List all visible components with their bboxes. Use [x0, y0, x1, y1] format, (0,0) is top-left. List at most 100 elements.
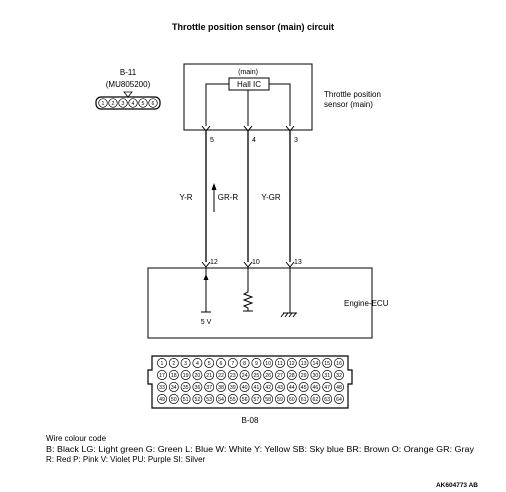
connector-b08-pin-ring — [275, 358, 285, 368]
connector-b08-pin: 55 — [230, 397, 236, 403]
connector-b08-pin-ring — [216, 358, 226, 368]
wire-label-gr-r: GR-R — [218, 193, 239, 202]
connector-b11-pin: 3 — [122, 101, 125, 107]
connector-b08-pin-ring — [286, 358, 297, 368]
connector-b11-pin: 2 — [112, 101, 115, 107]
connector-b08-pin-ring — [322, 382, 333, 392]
connector-b08-pin: 8 — [243, 361, 246, 367]
connector-b08-pin-ring — [239, 370, 250, 380]
connector-b08-pin-ring — [275, 382, 285, 392]
connector-b08-pin-ring — [334, 370, 344, 380]
connector-b08-pin-ring — [239, 394, 250, 404]
connector-b08-pin: 4 — [196, 361, 199, 367]
connector-b08-pin-ring — [310, 358, 321, 368]
connector-b08-pin: 50 — [171, 397, 177, 403]
connector-b08-pin: 43 — [277, 385, 283, 391]
connector-b08-pin-ring — [322, 370, 333, 380]
connector-b08-pin: 31 — [324, 373, 330, 379]
connector-b08-pin: 23 — [230, 373, 236, 379]
connector-b08-pin: 59 — [277, 397, 283, 403]
connector-b08-pin-ring — [286, 394, 297, 404]
connector-b08-pin: 14 — [313, 361, 319, 367]
connector-b11-pin-ring — [148, 98, 158, 108]
connector-b08-pin: 57 — [254, 397, 260, 403]
connector-b11-pin: 1 — [102, 101, 105, 107]
connector-b08-pin-ring — [251, 358, 262, 368]
connector-b08-pin: 39 — [230, 385, 236, 391]
connector-b11-pin-ring — [98, 98, 108, 108]
connector-b08-pin-ring — [286, 382, 297, 392]
reference-code: AK604773 AB — [436, 482, 478, 489]
connector-b08-pin: 20 — [195, 373, 201, 379]
connector-b08-pin: 10 — [265, 361, 271, 367]
connector-b11-pin-ring — [128, 98, 138, 108]
connector-b08-pin-ring — [310, 370, 321, 380]
connector-b08-pin: 16 — [336, 361, 342, 367]
connector-b08-pin-ring — [334, 382, 344, 392]
connector-b08-pin: 21 — [206, 373, 212, 379]
wire-code-heading: Wire colour code — [46, 434, 107, 443]
connector-b08-pin: 38 — [218, 385, 224, 391]
connector-b08-pin-ring — [192, 370, 203, 380]
wire-label-y-r: Y-R — [179, 193, 192, 202]
connector-b08-name: B-08 — [242, 416, 259, 425]
connector-b08-pin-ring — [227, 394, 238, 404]
connector-b08-pin: 60 — [289, 397, 295, 403]
wire-code-line1: B: Black LG: Light green G: Green L: Blu… — [46, 445, 474, 454]
connector-b08-pin: 48 — [336, 385, 342, 391]
connector-b08-pin-ring — [263, 394, 274, 404]
connector-b08-pin: 19 — [183, 373, 189, 379]
connector-b08-pin: 2 — [172, 361, 175, 367]
connector-b08-pin-ring — [275, 394, 285, 404]
connector-b08-pin-ring — [180, 370, 191, 380]
connector-b08-pin: 51 — [183, 397, 189, 403]
connector-b08-pin-ring — [310, 382, 321, 392]
connector-b08-pin-ring — [322, 358, 333, 368]
connector-b08-pin-ring — [227, 382, 238, 392]
connector-b08-pin: 54 — [218, 397, 224, 403]
connector-b11-name: B-11 — [120, 68, 137, 77]
connector-b08-pin-ring — [204, 358, 215, 368]
connector-b11-pin-ring — [108, 98, 118, 108]
connector-b08-pin: 36 — [195, 385, 201, 391]
connector-b08-pin-ring — [310, 394, 321, 404]
sensor-tag: (main) — [238, 69, 258, 76]
wire-label-y-gr: Y-GR — [261, 193, 280, 202]
connector-b11-pin-ring — [118, 98, 128, 108]
connector-b08-pin-ring — [334, 358, 344, 368]
connector-b08-pin-ring — [216, 382, 226, 392]
sensor-name-line1: Throttle position — [324, 90, 381, 99]
connector-b08-pin: 27 — [277, 373, 283, 379]
connector-b08-pin: 49 — [159, 397, 165, 403]
wire-code-line2: R: Red P: Pink V: Violet PU: Purple SI: … — [46, 455, 206, 464]
connector-b08-pin: 18 — [171, 373, 177, 379]
connector-b08-pin: 41 — [254, 385, 260, 391]
connector-b08-pin-ring — [204, 370, 215, 380]
connector-b08-pin-ring — [239, 382, 250, 392]
connector-b08-pin: 30 — [313, 373, 319, 379]
connector-b08-pin: 58 — [265, 397, 271, 403]
connector-b08-pin-ring — [227, 370, 238, 380]
ecu-pin-12: 12 — [210, 259, 218, 266]
ecu-pin-10: 10 — [252, 259, 260, 266]
connector-b08-pin: 61 — [301, 397, 307, 403]
connector-b08-pin: 7 — [231, 361, 234, 367]
ecu-box — [147, 267, 373, 339]
connector-b08-pin-ring — [192, 382, 203, 392]
connector-b08-pin-ring — [168, 394, 179, 404]
ecu-pin-13: 13 — [294, 259, 302, 266]
connector-b08-pin: 12 — [289, 361, 295, 367]
connector-b08-pin-ring — [251, 394, 262, 404]
connector-b11-part: (MU805200) — [106, 80, 151, 89]
connector-b08-pin-ring — [334, 394, 344, 404]
ecu-supply-label: 5 V — [201, 319, 212, 326]
connector-b08-pin-ring — [180, 394, 191, 404]
connector-b08-pin-ring — [157, 370, 167, 380]
connector-b08-pin: 28 — [289, 373, 295, 379]
connector-b08-pin-ring — [298, 370, 309, 380]
connector-b08-pin: 24 — [242, 373, 248, 379]
ecu-terminal-markers — [201, 261, 295, 268]
connector-b08-pin: 5 — [208, 361, 211, 367]
